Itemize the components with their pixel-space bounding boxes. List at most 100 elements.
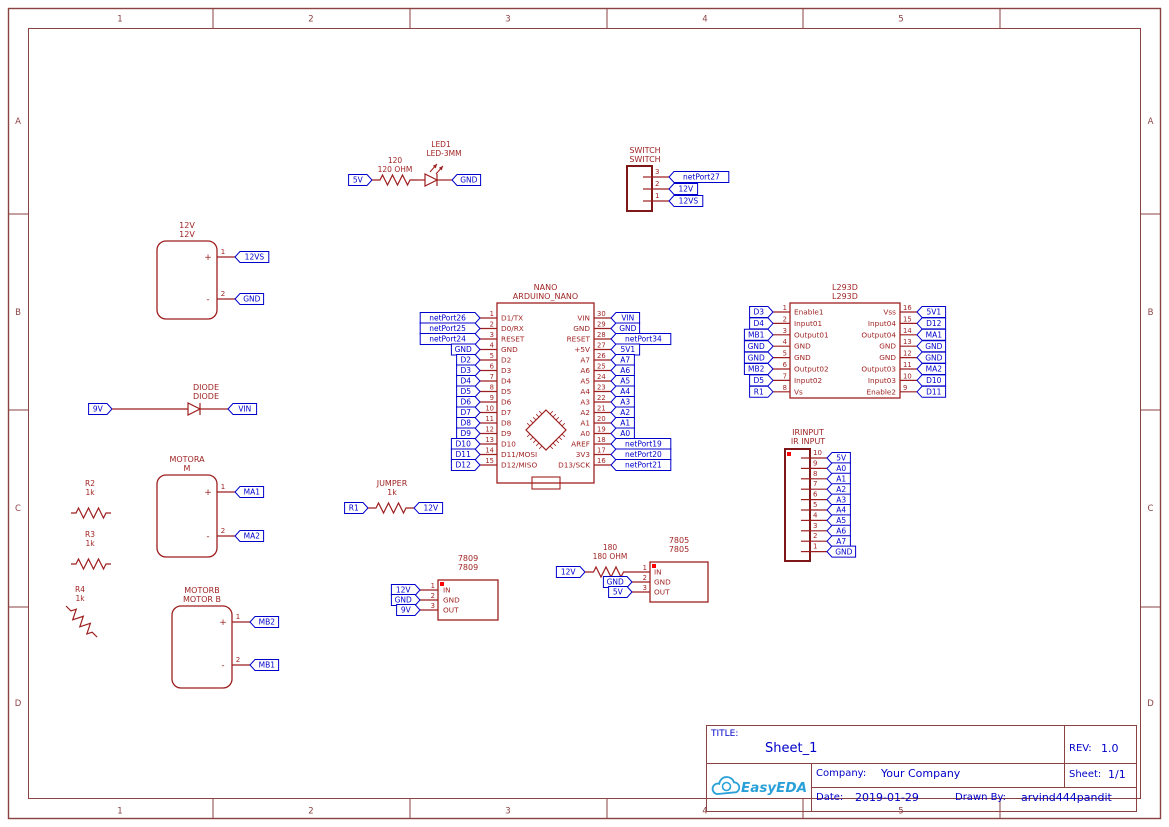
net-port-D6[interactable]: D6	[456, 396, 481, 408]
net-port-D10[interactable]: D10	[450, 438, 481, 450]
net-port-MA2[interactable]: MA2	[916, 363, 947, 375]
net-port-D3[interactable]: D3	[749, 306, 774, 318]
net-port-GND[interactable]: GND	[743, 340, 774, 353]
net-port-GND[interactable]: GND	[451, 174, 482, 186]
net-port-R1[interactable]: R1	[749, 385, 774, 398]
net-port-MA1[interactable]: MA1	[234, 486, 265, 498]
net-port-GND[interactable]: GND	[450, 343, 481, 356]
net-port-5V[interactable]: 5V	[348, 174, 373, 186]
net-port-GND[interactable]: GND	[610, 322, 641, 335]
sheet-value[interactable]: 1/1	[1108, 768, 1126, 781]
net-port-GND[interactable]: GND	[602, 576, 633, 588]
net-port-A0[interactable]: A0	[826, 462, 851, 475]
net-port-MA1[interactable]: MA1	[916, 328, 947, 341]
net-port-GND[interactable]: GND	[743, 351, 774, 364]
net-port-12V[interactable]: 12V	[390, 584, 421, 596]
net-port-D2[interactable]: D2	[456, 354, 481, 366]
net-port-GND[interactable]: GND	[234, 293, 265, 305]
net-port-5V1[interactable]: 5V1	[916, 306, 947, 318]
net-port-12VS[interactable]: 12VS	[234, 251, 270, 263]
net-port-D10[interactable]: D10	[916, 374, 947, 387]
net-port-D11[interactable]: D11	[916, 385, 947, 398]
net-port-MB2[interactable]: MB2	[743, 363, 774, 375]
net-port-D7[interactable]: D7	[456, 406, 481, 419]
net-port-netPort21[interactable]: netPort21	[610, 459, 672, 471]
net-port-GND[interactable]: GND	[826, 545, 857, 558]
net-port-5V[interactable]: 5V	[608, 586, 633, 598]
net-port-MB1[interactable]: MB1	[743, 328, 774, 341]
net-port-netPort27[interactable]: netPort27	[668, 171, 730, 183]
net-port-5V[interactable]: 5V	[826, 452, 851, 464]
net-port-9V[interactable]: 9V	[396, 604, 421, 616]
net-port-D8[interactable]: D8	[456, 417, 481, 429]
net-port-12V[interactable]: 12V	[668, 183, 699, 195]
net-port-A5[interactable]: A5	[610, 375, 635, 387]
date-value[interactable]: 2019-01-29	[855, 791, 919, 804]
net-port-netPort26[interactable]: netPort26	[419, 312, 481, 324]
net-port-netPort20[interactable]: netPort20	[610, 448, 672, 461]
net-port-netPort25[interactable]: netPort25	[419, 322, 481, 335]
net-port-9V[interactable]: 9V	[88, 403, 113, 415]
net-port-D12[interactable]: D12	[450, 459, 481, 471]
net-port-D5[interactable]: D5	[749, 374, 774, 387]
net-port-MA2[interactable]: MA2	[234, 530, 265, 542]
net-port-netPort34[interactable]: netPort34	[610, 333, 672, 345]
net-port-D12[interactable]: D12	[916, 317, 947, 330]
net-port-D11[interactable]: D11	[450, 448, 481, 461]
net-port-A4[interactable]: A4	[826, 504, 851, 516]
net-port-netPort24[interactable]: netPort24	[419, 333, 481, 345]
sheet-title[interactable]: Sheet_1	[765, 741, 818, 756]
net-port-D3[interactable]: D3	[456, 364, 481, 377]
net-port-D5[interactable]: D5	[456, 385, 481, 398]
net-port-A4[interactable]: A4	[610, 385, 635, 398]
net-port-MB1[interactable]: MB1	[249, 659, 280, 671]
net-port-12V[interactable]: 12V	[555, 566, 586, 578]
net-port-A7[interactable]: A7	[610, 354, 635, 366]
net-port-12VS[interactable]: 12VS	[668, 195, 704, 207]
net-port-GND[interactable]: GND	[916, 351, 947, 364]
company-value[interactable]: Your Company	[881, 767, 961, 780]
net-port-A1[interactable]: A1	[826, 472, 851, 485]
net-port-A7[interactable]: A7	[826, 535, 851, 548]
net-port-A6[interactable]: A6	[826, 524, 851, 537]
net-port-A6[interactable]: A6	[610, 364, 635, 377]
net-port-D4[interactable]: D4	[456, 375, 481, 387]
net-port-D4[interactable]: D4	[749, 317, 774, 330]
net-port-A2[interactable]: A2	[826, 483, 851, 496]
net-port-MB2[interactable]: MB2	[249, 616, 280, 628]
net-port-12V[interactable]: 12V	[413, 502, 444, 514]
net-port-A2[interactable]: A2	[610, 406, 635, 419]
drawn-by-value[interactable]: arvind444pandit	[1021, 791, 1112, 804]
net-port-VIN[interactable]: VIN	[227, 403, 258, 415]
net-port-5V1[interactable]: 5V1	[610, 343, 641, 356]
net-port-VIN[interactable]: VIN	[610, 312, 641, 324]
net-port-A3[interactable]: A3	[610, 396, 635, 408]
net-port-D9[interactable]: D9	[456, 427, 481, 440]
net-port-R1[interactable]: R1	[344, 502, 369, 514]
net-port-A0[interactable]: A0	[610, 427, 635, 440]
net-port-GND[interactable]: GND	[916, 340, 947, 353]
net-port-A5[interactable]: A5	[826, 514, 851, 527]
net-port-GND[interactable]: GND	[390, 594, 421, 606]
rev-value[interactable]: 1.0	[1101, 742, 1119, 755]
net-port-A1[interactable]: A1	[610, 417, 635, 429]
net-port-A3[interactable]: A3	[826, 493, 851, 506]
net-port-netPort19[interactable]: netPort19	[610, 438, 672, 450]
